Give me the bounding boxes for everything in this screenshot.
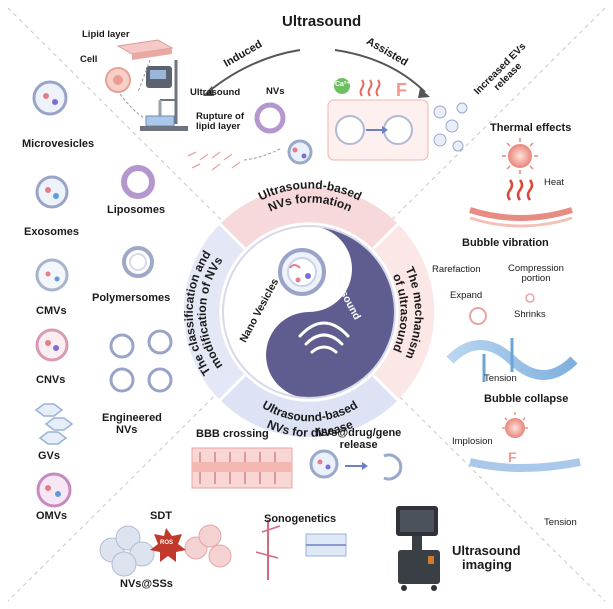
expand-label: Expand xyxy=(450,290,483,301)
nvs-sss-label: NVs@SSs xyxy=(120,578,173,590)
microvesicle-icon xyxy=(32,80,68,116)
exosome-icon xyxy=(35,175,69,209)
lipid-layer-icon xyxy=(116,39,174,60)
compression-label: Compression portion xyxy=(508,263,564,285)
rupture-label: Rupture of lipid layer xyxy=(196,111,245,133)
bubble-shrink-icon xyxy=(525,293,535,303)
cnvs-label: CNVs xyxy=(36,374,66,386)
compression-line2: portion xyxy=(521,273,551,285)
lipid-rupture-icon xyxy=(187,151,241,171)
ultrasound-imaging-label: Ultrasound imaging xyxy=(452,543,521,573)
nv-vesicle-icon xyxy=(254,102,286,134)
lipid-layer-label: Lipid layer xyxy=(82,29,130,40)
polymersomes-label: Polymersomes xyxy=(92,292,171,304)
force-f-icon: F xyxy=(396,80,407,100)
core-vesicle-icon xyxy=(278,248,326,296)
gv-icon xyxy=(34,403,74,445)
bbb-crossing-label: BBB crossing xyxy=(196,428,269,440)
title-ultrasound: Ultrasound xyxy=(282,13,362,30)
tension-label-1: Tension xyxy=(484,373,517,384)
cnv-icon xyxy=(35,328,69,362)
implosion-label: Implosion xyxy=(452,436,493,447)
nv-vesicle-icon-2 xyxy=(287,139,313,165)
liposome-icon xyxy=(121,165,155,199)
heat-wave-icon xyxy=(359,79,381,97)
sonicator-icon xyxy=(140,60,188,131)
engineered-nv-icons xyxy=(109,329,173,393)
rarefaction-label: Rarefaction xyxy=(432,264,481,275)
liposomes-label: Liposomes xyxy=(107,204,166,216)
thermal-effects-label: Thermal effects xyxy=(490,122,572,134)
polymersome-icon xyxy=(122,246,154,278)
tension-label-2: Tension xyxy=(544,517,577,528)
microvesicles-label: Microvesicles xyxy=(22,138,95,150)
ring-segment-bottom xyxy=(220,375,398,438)
ros-label: ROS xyxy=(160,540,174,546)
exosomes-label: Exosomes xyxy=(24,226,80,238)
thermal-sun-icon xyxy=(502,138,538,174)
heat-icon xyxy=(506,179,534,201)
ultrasound-small-label: Ultrasound xyxy=(190,87,241,98)
bubble-expand-icon xyxy=(469,307,487,325)
drug-release-icon xyxy=(309,449,403,481)
membrane-collapse-icon xyxy=(469,458,581,472)
sonogenetics-icon xyxy=(255,520,347,580)
sdt-burst-icon xyxy=(150,528,186,562)
implosion-icon xyxy=(502,412,528,438)
cmv-icon xyxy=(35,258,69,292)
engineered-nvs-label: Engineered NVs xyxy=(102,412,162,436)
omv-icon xyxy=(36,472,72,508)
nvs-drug-label: NVs@drug/gene release xyxy=(316,427,401,451)
ring-segment-right xyxy=(373,224,435,400)
nvs-drug-line1: NVs@drug/gene xyxy=(316,427,402,439)
cmvs-label: CMVs xyxy=(36,305,67,317)
nvs-drug-line2: release xyxy=(339,439,378,452)
engineered-line1: Engineered xyxy=(102,412,162,424)
nvs-label: NVs xyxy=(266,86,285,97)
calcium-label: Ca²⁺ xyxy=(335,81,350,88)
rupture-line1: Rupture of xyxy=(196,111,245,122)
core-ultrasound-half xyxy=(266,226,395,398)
svg-text:of ultrasound: of ultrasound xyxy=(390,272,412,355)
compression-line1: Compression xyxy=(508,263,564,274)
shrinks-label: Shrinks xyxy=(514,309,546,320)
ring-right-line2: of ultrasound xyxy=(390,272,412,355)
ev-release-particles xyxy=(433,102,468,152)
nvs-sss-icon xyxy=(99,524,232,577)
ring-segment-left xyxy=(183,224,245,400)
ring-segment-top xyxy=(220,186,398,249)
imaging-line1: Ultrasound xyxy=(452,543,521,558)
heat-label: Heat xyxy=(544,177,565,188)
calcium-icon xyxy=(334,78,350,94)
gvs-label: GVs xyxy=(38,450,61,462)
bubble-collapse-label: Bubble collapse xyxy=(484,393,569,405)
svg-text:F: F xyxy=(508,449,517,465)
sonogenetics-label: Sonogenetics xyxy=(264,513,337,525)
imaging-line2: imaging xyxy=(462,557,512,573)
omvs-label: OMVs xyxy=(36,510,68,522)
rupture-line2: lipid layer xyxy=(196,121,241,133)
ultrasound-machine-icon xyxy=(396,506,440,591)
cell-label: Cell xyxy=(80,54,98,65)
bubble-vibration-label: Bubble vibration xyxy=(462,237,549,249)
sound-wave-icon xyxy=(298,321,350,354)
sdt-label: SDT xyxy=(150,510,172,522)
membrane-heat-icon xyxy=(469,207,573,221)
engineered-line2: NVs xyxy=(116,424,138,437)
